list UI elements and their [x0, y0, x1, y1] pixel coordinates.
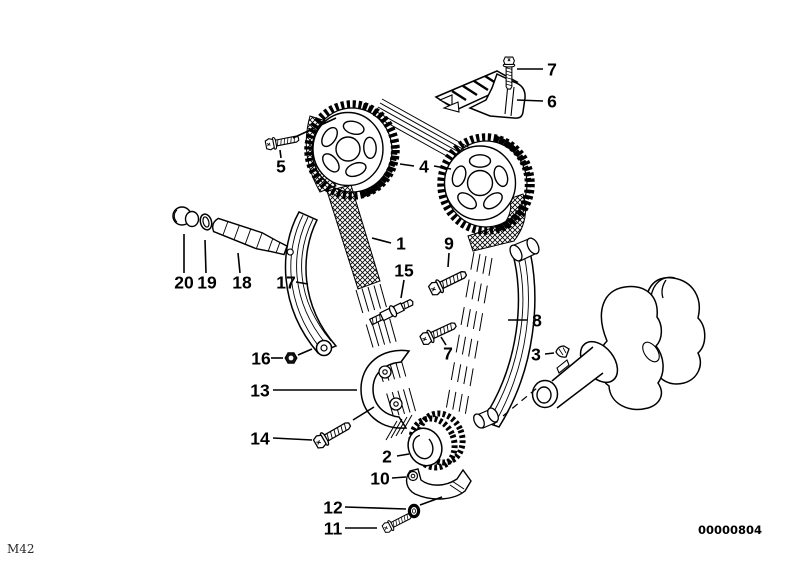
callout-5: 5 [276, 157, 286, 177]
callout-12-leader [344, 506, 407, 510]
bolt-rail-lower [418, 318, 459, 348]
callout-12-leader [419, 496, 443, 506]
callout-19-leader [204, 239, 207, 274]
callout-3: 3 [531, 345, 541, 365]
callout-4: 4 [419, 157, 429, 177]
callout-2-leader [396, 453, 410, 457]
engine-code: M42 [7, 542, 35, 556]
tensioner-crescent [360, 349, 411, 429]
callout-8: 8 [532, 311, 542, 331]
part-number: 00000804 [698, 523, 762, 537]
chain-left-run [326, 184, 381, 290]
callout-10: 10 [370, 469, 390, 489]
callout-17: 17 [276, 273, 295, 293]
callout-6: 6 [547, 92, 557, 112]
bolt-crescent [311, 417, 354, 451]
crankshaft [531, 276, 706, 410]
callout-5-leader [292, 117, 337, 139]
washer-lower-guide [407, 503, 421, 519]
callout-3-leader [544, 352, 555, 355]
callout-18: 18 [232, 273, 252, 293]
callout-13: 13 [250, 381, 270, 401]
crankshaft-sprocket [407, 410, 466, 471]
callout-7: 7 [443, 344, 453, 364]
assembly-axis-line [502, 387, 538, 417]
callout-15-leader [400, 279, 405, 299]
bolt-rail-upper [426, 266, 470, 298]
callout-14: 14 [250, 429, 270, 449]
o-ring [199, 213, 213, 231]
chain-speed-dashes [385, 414, 413, 441]
lower-chain-guide [405, 468, 472, 500]
callout-6-leader [516, 99, 544, 102]
camshaft-sprocket-right [437, 133, 535, 235]
callout-7: 7 [547, 60, 557, 80]
callout-9-leader [447, 252, 450, 268]
callout-11: 11 [324, 519, 343, 539]
callout-7-leader [440, 336, 447, 346]
callout-18-leader [237, 252, 241, 274]
sealing-plug [172, 206, 200, 228]
callout-16-leader [297, 348, 313, 356]
callout-15: 15 [394, 261, 414, 281]
callout-20: 20 [174, 273, 194, 293]
callout-1: 1 [396, 234, 406, 254]
callout-12: 12 [323, 498, 343, 518]
callout-9: 9 [444, 234, 454, 254]
callout-5-leader [279, 149, 282, 159]
camshaft-sprocket-left [304, 100, 400, 200]
callout-14-leader [352, 406, 375, 421]
pivot-shaft [211, 217, 294, 256]
nut-guide-rail [284, 352, 298, 364]
callout-2: 2 [382, 447, 392, 467]
bolt-camshaft-left [264, 132, 301, 152]
callout-1-leader [371, 237, 392, 244]
stud-tensioner [367, 295, 417, 328]
callout-17-leader [295, 281, 309, 285]
callout-4-leader [399, 163, 415, 167]
guide-rail-left [284, 211, 338, 357]
callout-14-leader [272, 437, 313, 441]
tensioner-rail-right [473, 237, 540, 429]
woodruff-key [555, 345, 570, 358]
callout-10-leader [391, 476, 407, 479]
callout-19: 19 [197, 273, 217, 293]
callout-4-leader [433, 165, 452, 170]
callout-16: 16 [251, 349, 271, 369]
chain-wrap-right-sprocket [467, 193, 526, 252]
